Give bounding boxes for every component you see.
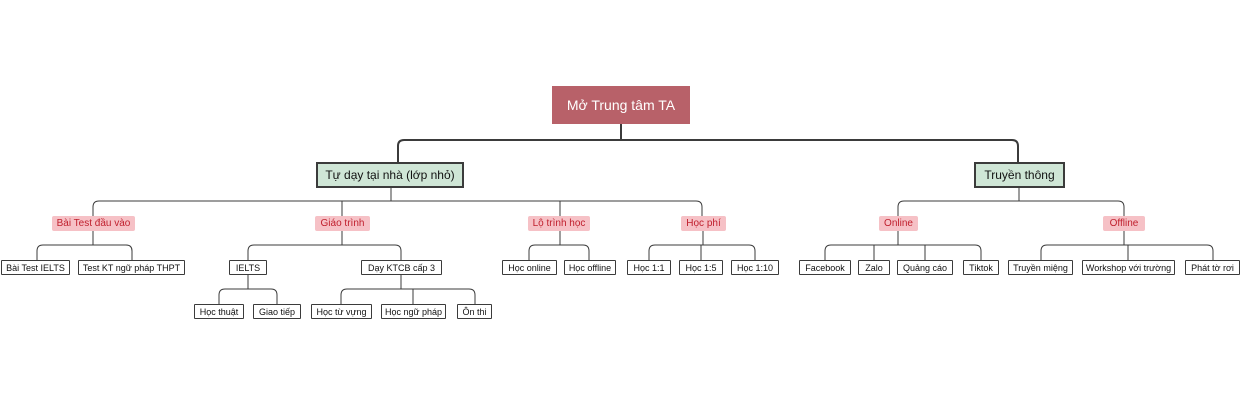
topic-communication[interactable]: Truyền thông	[974, 162, 1065, 188]
leaf-test-grammar[interactable]: Test KT ngữ pháp THPT	[78, 260, 185, 275]
leaf-learn-online[interactable]: Học online	[502, 260, 557, 275]
leaf-zalo[interactable]: Zalo	[858, 260, 890, 275]
leaf-communication[interactable]: Giao tiếp	[253, 304, 301, 319]
leaf-flyers[interactable]: Phát tờ rơi	[1185, 260, 1240, 275]
leaf-facebook[interactable]: Facebook	[799, 260, 851, 275]
category-online[interactable]: Online	[879, 216, 918, 231]
leaf-fee-1-5[interactable]: Học 1:5	[679, 260, 723, 275]
root-topic[interactable]: Mở Trung tâm TA	[552, 86, 690, 124]
category-learning-path[interactable]: Lộ trình học	[528, 216, 590, 231]
leaf-test-ielts[interactable]: Bài Test IELTS	[1, 260, 70, 275]
leaf-ielts[interactable]: IELTS	[229, 260, 267, 275]
leaf-vocabulary[interactable]: Học từ vựng	[311, 304, 372, 319]
leaf-academic[interactable]: Học thuật	[194, 304, 244, 319]
leaf-ads[interactable]: Quảng cáo	[897, 260, 953, 275]
leaf-school-workshop[interactable]: Workshop với trường	[1082, 260, 1175, 275]
category-textbook[interactable]: Giáo trình	[315, 216, 370, 231]
leaf-ktcb[interactable]: Dạy KTCB cấp 3	[361, 260, 442, 275]
leaf-fee-1-1[interactable]: Học 1:1	[627, 260, 671, 275]
leaf-tiktok[interactable]: Tiktok	[963, 260, 999, 275]
leaf-exam-prep[interactable]: Ôn thi	[457, 304, 492, 319]
leaf-grammar[interactable]: Học ngữ pháp	[381, 304, 446, 319]
category-tuition[interactable]: Học phí	[681, 216, 726, 231]
leaf-word-of-mouth[interactable]: Truyền miệng	[1008, 260, 1073, 275]
category-offline[interactable]: Offline	[1103, 216, 1145, 231]
topic-self-teaching[interactable]: Tự dạy tại nhà (lớp nhỏ)	[316, 162, 464, 188]
leaf-fee-1-10[interactable]: Học 1:10	[731, 260, 779, 275]
leaf-learn-offline[interactable]: Học offline	[564, 260, 616, 275]
category-entrance-test[interactable]: Bài Test đầu vào	[52, 216, 135, 231]
